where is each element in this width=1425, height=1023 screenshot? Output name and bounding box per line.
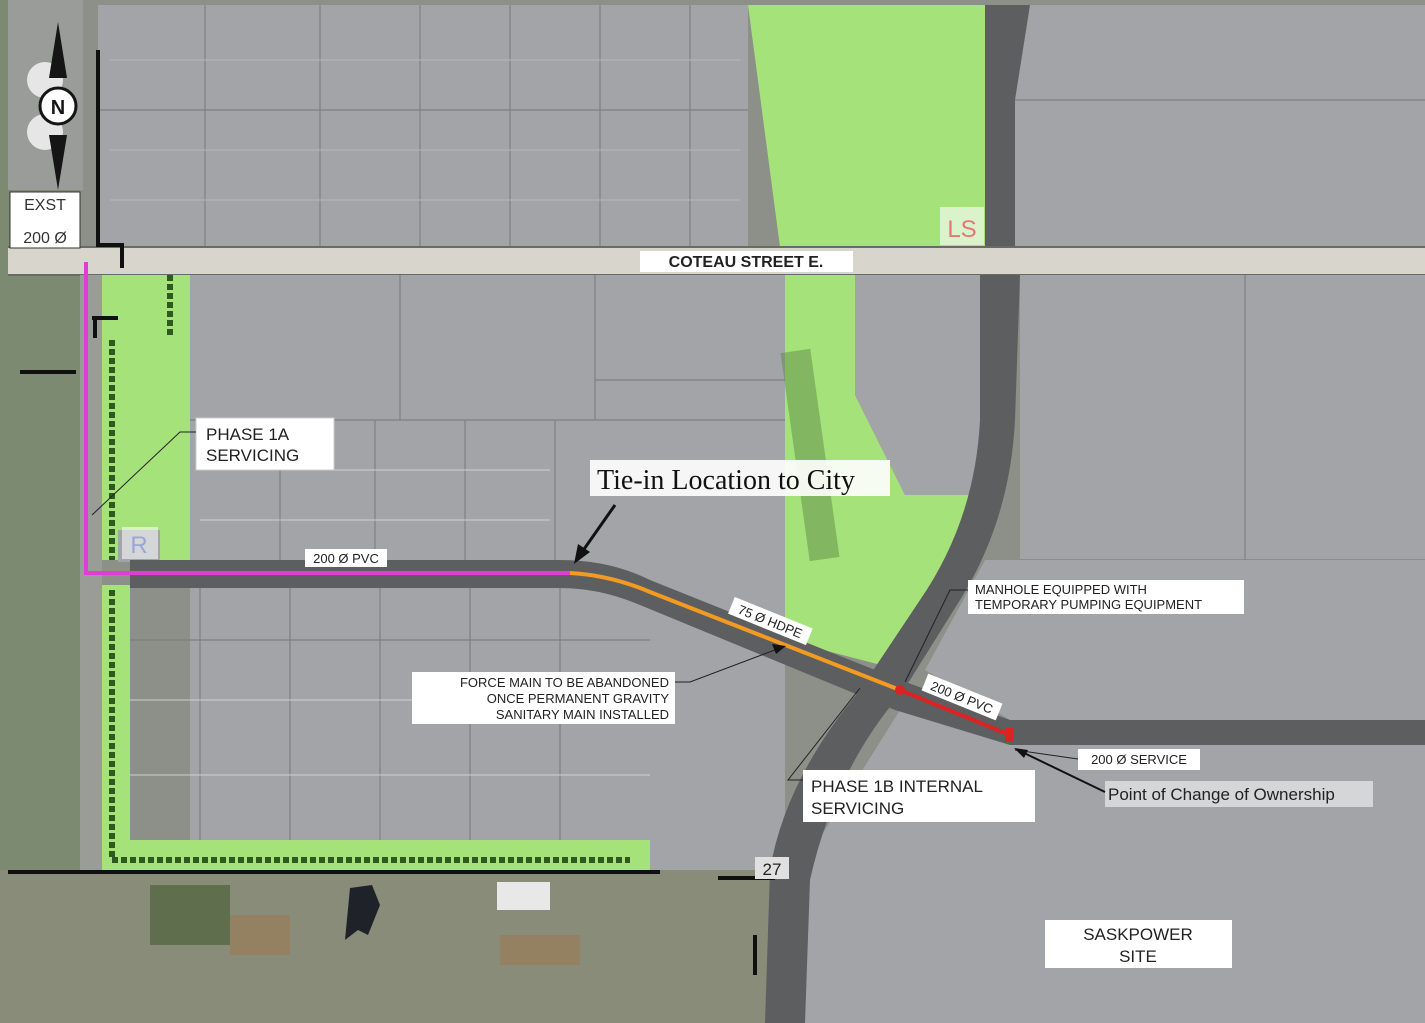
highway-label: 27 [763,860,782,879]
force-main-arrow-icon [772,644,786,654]
road-north-east [985,5,1030,247]
manhole-leader [904,589,968,683]
force-main-line1: FORCE MAIN TO BE ABANDONED [460,675,669,690]
hdpe-box [728,596,813,646]
hdpe-force-main [569,571,901,692]
ownership-arrow-line [1021,751,1106,793]
ls-label-box [940,207,984,245]
road-east-curved [765,275,1020,1023]
compass-icon [38,86,78,126]
phase1a-label-line1: PHASE 1A [206,425,290,444]
force-main-box [412,672,675,724]
pvc-west-label: 200 Ø PVC [313,551,379,566]
exst-size: 200 Ø [23,230,67,247]
phase1b-label-line2: SERVICING [811,799,904,818]
r-label: R [130,532,147,559]
manhole-marker [895,685,905,695]
aerial-farmland-south [0,870,780,1023]
aerial-pond [345,885,380,940]
lot-texture-north [110,59,740,201]
highway-label-box [755,857,789,879]
manhole-label-line2: TEMPORARY PUMPING EQUIPMENT [975,597,1202,612]
street-label-box [640,251,853,272]
north-arrow-top-icon [49,22,67,78]
pvc-east-line [899,688,1011,737]
ownership-label: Point of Change of Ownership [1108,785,1335,804]
lot-r [122,345,190,560]
service-marker [1005,728,1013,742]
exst-label-box [9,191,81,249]
service-label: 200 Ø SERVICE [1091,752,1187,767]
lots-north-east [1015,5,1425,247]
saskpower-label-box [1045,920,1232,968]
north-letter: N [51,97,65,119]
force-main-leader [675,647,781,683]
phase1a-sewer-line [84,262,570,575]
aerial-building [497,882,550,910]
phase1a-label-line2: SERVICING [206,446,299,465]
phase1a-leader [91,431,196,516]
phase1a-label-box [195,417,335,471]
saskpower-label-line2: SITE [1119,947,1157,966]
park-trees [780,348,840,562]
hedge-lines [109,275,630,863]
green-buffer-south [102,585,650,870]
street-label: COTEAU STREET E. [669,254,824,271]
manhole-label-line1: MANHOLE EQUIPPED WITH [975,582,1147,597]
phase1b-label-box [803,770,1035,822]
force-main-line2: ONCE PERMANENT GRAVITY [487,691,670,706]
green-space-ls [748,5,985,247]
saskpower-label-line1: SASKPOWER [1083,925,1193,944]
tiein-arrow-head-icon [574,544,590,564]
r-label-box [122,527,158,559]
aerial-bare-patch-2 [500,935,580,965]
aerial-tree-belt [150,885,230,945]
lot-lines-north [98,5,748,247]
phase1b-leader [786,687,861,781]
aerial-bare-patch [230,915,290,955]
ownership-label-box [1105,781,1373,807]
north-arrow-bottom-icon [49,135,67,190]
tiein-label-box [590,460,890,496]
force-main-line3: SANITARY MAIN INSTALLED [496,707,669,722]
north-arrow: N [38,22,78,190]
lots-east-upper [1020,275,1425,560]
tiein-arrow-line [580,504,617,553]
service-label-box [1078,749,1200,770]
ownership-arrow-head-icon [1014,748,1028,758]
pvc-east-box [921,673,1003,721]
pvc-west-box [305,549,387,567]
ls-label: LS [947,216,976,243]
manhole-label-box [968,580,1244,614]
exst-label: EXST [24,197,66,214]
phase1b-label-line1: PHASE 1B INTERNAL [811,777,983,796]
lots-north-west [98,5,748,247]
lot-central-east [855,275,980,495]
tiein-label: Tie-in Location to City [597,465,855,496]
